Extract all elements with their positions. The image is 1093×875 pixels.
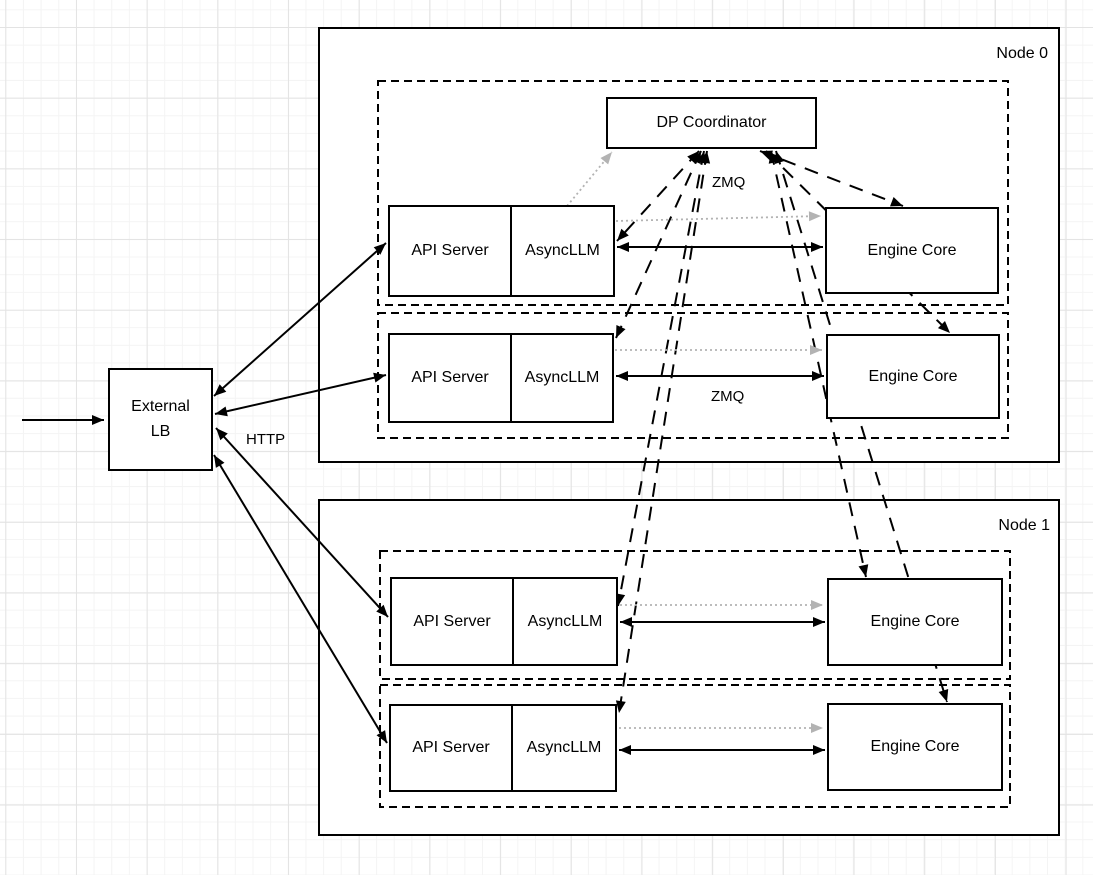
asyncllm-label: AsyncLLM bbox=[527, 612, 603, 630]
asyncllm-label: AsyncLLM bbox=[525, 242, 600, 259]
node0-row1-api-server: API Server bbox=[390, 207, 512, 295]
dp-coordinator-label: DP Coordinator bbox=[656, 114, 767, 131]
external-lb-label-line2: LB bbox=[150, 422, 171, 440]
asyncllm-label: AsyncLLM bbox=[526, 739, 602, 756]
node1-row2-engine-core: Engine Core bbox=[827, 703, 1003, 791]
http-label: HTTP bbox=[246, 431, 286, 448]
node0-title: Node 0 bbox=[996, 45, 1048, 62]
api-server-label: API Server bbox=[412, 739, 490, 756]
engine-core-label: Engine Core bbox=[868, 367, 958, 385]
node0-row1-api-asyncllm-box: API Server AsyncLLM bbox=[388, 205, 615, 297]
node1-row1-engine-core: Engine Core bbox=[827, 578, 1003, 666]
node1-row1-api-server: API Server bbox=[392, 579, 514, 664]
asyncllm-label: AsyncLLM bbox=[524, 369, 600, 386]
engine-core-label: Engine Core bbox=[870, 738, 960, 755]
node1-row1-asyncllm: AsyncLLM bbox=[514, 579, 616, 664]
node1-row2-api-asyncllm-box: API Server AsyncLLM bbox=[389, 704, 617, 792]
node0-row1-asyncllm: AsyncLLM bbox=[512, 207, 613, 295]
node1-title: Node 1 bbox=[998, 517, 1050, 534]
node0-row2-asyncllm: AsyncLLM bbox=[512, 335, 612, 421]
node1-row1-api-asyncllm-box: API Server AsyncLLM bbox=[390, 577, 618, 666]
node0-row2-api-server: API Server bbox=[390, 335, 512, 421]
engine-core-label: Engine Core bbox=[870, 613, 960, 630]
external-lb-box: External LB bbox=[108, 368, 213, 471]
dp-coordinator-box: DP Coordinator bbox=[606, 97, 817, 149]
node0-row2-api-asyncllm-box: API Server AsyncLLM bbox=[388, 333, 614, 423]
external-lb-label-line1: External bbox=[131, 397, 190, 415]
api-server-label: API Server bbox=[413, 612, 491, 630]
node1-row2-api-server: API Server bbox=[391, 706, 513, 790]
engine-core-label: Engine Core bbox=[867, 241, 957, 259]
api-server-label: API Server bbox=[411, 242, 489, 259]
node1-row2-asyncllm: AsyncLLM bbox=[513, 706, 615, 790]
node0-row2-engine-core: Engine Core bbox=[826, 334, 1000, 419]
node0-row1-engine-core: Engine Core bbox=[825, 207, 999, 294]
api-server-label: API Server bbox=[411, 369, 489, 386]
zmq-label-coordinator: ZMQ bbox=[712, 174, 746, 191]
zmq-label-row2: ZMQ bbox=[711, 388, 745, 405]
